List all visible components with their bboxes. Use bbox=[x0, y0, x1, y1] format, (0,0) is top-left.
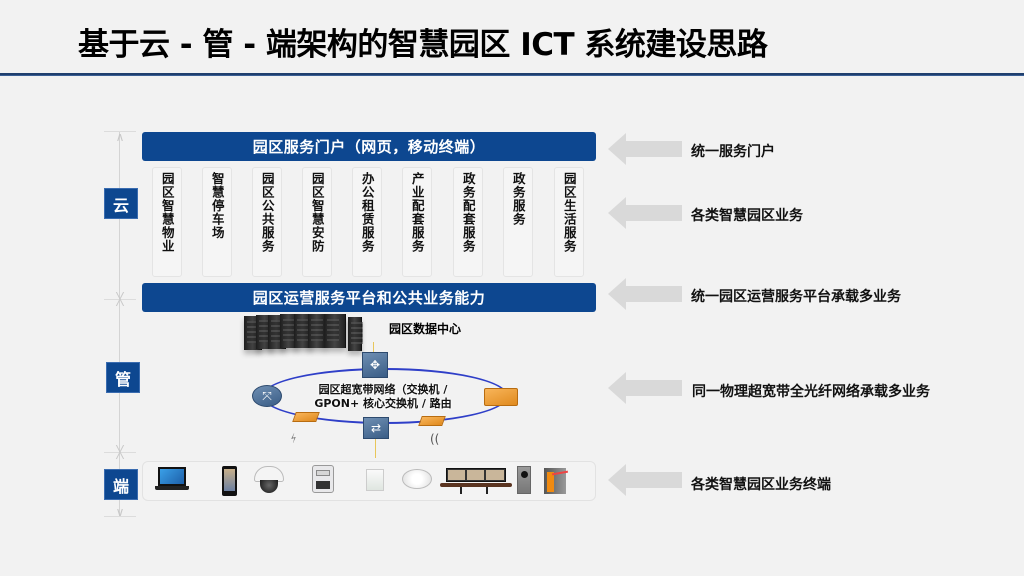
parking-barrier-icon bbox=[544, 468, 569, 494]
service-item: 智慧停车场 bbox=[202, 167, 232, 277]
service-item: 园区智慧物业 bbox=[152, 167, 182, 277]
label-fiber-network: 同一物理超宽带全光纤网络承载多业务 bbox=[692, 384, 930, 400]
service-item: 园区智慧安防 bbox=[302, 167, 332, 277]
downlink-line bbox=[375, 436, 376, 458]
service-item: 政务配套服务 bbox=[453, 167, 483, 277]
arrow-left-icon bbox=[608, 197, 682, 229]
arrow-left-icon bbox=[608, 372, 682, 404]
core-router-icon: ⤧ bbox=[252, 385, 282, 407]
page-title: 基于云 - 管 - 端架构的智慧园区 ICT 系统建设思路 bbox=[78, 27, 768, 63]
data-center-label: 园区数据中心 bbox=[389, 322, 462, 336]
axis-tick-pipe-terminal bbox=[104, 452, 136, 453]
axis-cross-icon: ╳ bbox=[116, 292, 124, 306]
service-list: 园区智慧物业 智慧停车场 园区公共服务 园区智慧安防 办公租赁服务 产业配套服务… bbox=[150, 167, 596, 277]
aggregation-switch-icon: ✥ bbox=[362, 352, 388, 378]
smartphone-icon bbox=[222, 466, 237, 496]
arrow-left-icon bbox=[608, 278, 682, 310]
access-panel-icon bbox=[366, 469, 384, 491]
title-divider bbox=[0, 73, 1024, 76]
arrow-left-icon bbox=[608, 133, 682, 165]
label-unified-platform: 统一园区运营服务平台承载多业务 bbox=[691, 289, 901, 305]
network-label-line1: 园区超宽带网络（交换机 / bbox=[318, 383, 448, 396]
telepresence-system-icon bbox=[440, 466, 512, 496]
axis-arrow-up-icon: ∧ bbox=[115, 130, 125, 144]
axis-cross-icon: ╳ bbox=[116, 445, 124, 459]
service-item: 办公租赁服务 bbox=[352, 167, 382, 277]
server-racks-icon bbox=[244, 314, 366, 351]
wifi-signal-icon: (( bbox=[430, 432, 440, 446]
network-label-line2: GPON+ 核心交换机 / 路由 bbox=[314, 397, 452, 410]
service-portal-bar: 园区服务门户（网页，移动终端） bbox=[142, 132, 596, 161]
ceiling-sensor-icon bbox=[402, 469, 432, 489]
network-label: 园区超宽带网络（交换机 / GPON+ 核心交换机 / 路由 bbox=[290, 383, 476, 411]
core-switch-icon: ⇄ bbox=[363, 417, 389, 439]
axis-tick-cloud-pipe bbox=[104, 299, 136, 300]
axis-tick-top bbox=[104, 131, 136, 132]
layer-label-pipe: 管 bbox=[106, 362, 140, 393]
arrow-left-icon bbox=[608, 464, 682, 496]
olt-device-icon bbox=[484, 388, 518, 406]
smart-meter-icon bbox=[312, 465, 334, 493]
layer-label-terminal: 端 bbox=[104, 469, 138, 500]
service-item: 园区公共服务 bbox=[252, 167, 282, 277]
axis-tick-bottom bbox=[104, 516, 136, 517]
laptop-icon bbox=[155, 467, 189, 491]
uplink-line bbox=[373, 342, 374, 356]
label-terminals: 各类智慧园区业务终端 bbox=[691, 477, 831, 493]
wireless-signal-icon: ⚡ bbox=[287, 430, 301, 447]
label-unified-portal: 统一服务门户 bbox=[691, 144, 775, 160]
service-item: 园区生活服务 bbox=[554, 167, 584, 277]
onu-device-icon bbox=[292, 412, 320, 422]
label-smart-park-services: 各类智慧园区业务 bbox=[691, 208, 803, 224]
layer-axis bbox=[119, 131, 120, 517]
axis-arrow-down-icon: ∨ bbox=[115, 505, 125, 519]
operations-platform-bar: 园区运营服务平台和公共业务能力 bbox=[142, 283, 596, 312]
service-item: 政务服务 bbox=[503, 167, 533, 277]
dome-camera-icon bbox=[254, 464, 284, 494]
onu-device-icon bbox=[418, 416, 446, 426]
service-item: 产业配套服务 bbox=[402, 167, 432, 277]
layer-label-cloud: 云 bbox=[104, 188, 138, 219]
door-intercom-icon bbox=[517, 466, 531, 494]
